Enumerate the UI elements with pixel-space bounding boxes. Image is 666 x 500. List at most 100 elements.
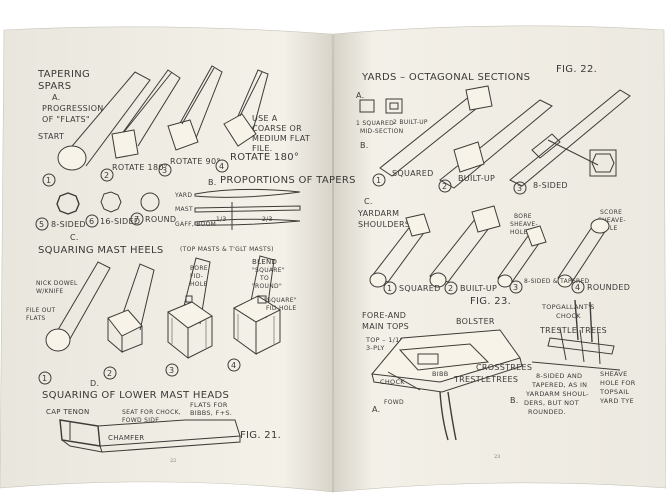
nick-dowel-label: NICK DOWEL	[36, 280, 78, 287]
shoulder-drawings	[369, 205, 610, 288]
fore-and-label: FORE-AND	[362, 311, 406, 320]
shoulder-step-circles: 1 2 3 4	[383, 280, 585, 295]
fraction-two-thirds: 2/3	[262, 216, 273, 223]
shoulder-num-2: 2	[448, 284, 453, 293]
label-round: ROUND	[145, 215, 176, 224]
shoulder-8sided-label: 8-SIDED & TAPERED	[524, 278, 590, 285]
file-note-1: USE A	[252, 114, 278, 123]
step-a-2: 2	[104, 171, 109, 180]
sheave-hole-4: YARD TYE	[599, 397, 634, 405]
section-c-letter: C.	[70, 233, 79, 242]
squared-mid-label-1: 1 SQUARED	[356, 120, 394, 127]
trestle-trees-right-label: TRESTLE TREES	[539, 326, 607, 335]
score-sheave-1: SCORE	[600, 209, 622, 216]
spar-3-drawing	[167, 65, 223, 151]
tops-note-2: TAPERED, AS IN	[531, 381, 587, 389]
shoulder-builtup-label: BUILT-UP	[460, 284, 497, 293]
bore-sheave-2: SHEAVE-	[510, 221, 538, 228]
crosstree-detail-drawing	[531, 299, 621, 371]
step-a-1: 1	[46, 176, 51, 185]
rotate-180-label-2: ROTATE 180°	[230, 152, 299, 163]
step-c-2: 2	[107, 369, 112, 378]
section-num-7: 7	[134, 215, 139, 224]
squared-mid-label-2: MID-SECTION	[360, 128, 403, 135]
blend-to-label: TO	[259, 275, 269, 282]
mast-heel-4-drawing	[232, 255, 282, 355]
taper-mast-label: MAST	[175, 206, 193, 213]
progression-label: PROGRESSION	[42, 104, 104, 113]
fig-21-label: FIG. 21.	[240, 430, 281, 441]
yards-title: YARDS – OCTAGONAL SECTIONS	[361, 72, 530, 83]
w-knife-label: W/KNIFE	[36, 288, 64, 295]
seat-chock-label-1: SEAT FOR CHOCK,	[122, 409, 181, 416]
yard-num-3: 3	[517, 184, 522, 193]
step-c-1: 1	[42, 374, 47, 383]
cross-sections: 5 6 7	[35, 191, 160, 231]
step-c-3: 3	[169, 366, 174, 375]
shoulder-num-4: 4	[575, 283, 580, 292]
sheave-hole-2: HOLE FOR	[600, 379, 636, 387]
spar-2-drawing	[111, 69, 181, 159]
rotate-180-label-1: ROTATE 180°	[112, 163, 168, 172]
section-num-6: 6	[89, 217, 94, 226]
seat-chock-label-2: FOWD SIDE	[122, 417, 159, 424]
built-up-mid-label: 2 BUILT-UP	[393, 119, 428, 126]
step-c-4: 4	[231, 361, 236, 370]
file-note-4: FILE.	[252, 144, 273, 153]
fowd-label: FOWD	[384, 399, 404, 406]
section-b-letter: B.	[208, 178, 217, 187]
rotate-90-label: ROTATE 90°	[170, 157, 221, 166]
crosstrees-label: CROSSTREES	[476, 363, 532, 372]
shoulder-rounded-label: ROUNDED	[587, 283, 630, 292]
square-fid-label-2: FID HOLE	[266, 305, 297, 312]
topgallant-label-2: CHOCK	[556, 312, 581, 320]
blend-label: BLEND	[252, 258, 277, 266]
yards-letter-b: B.	[360, 141, 369, 150]
right-page	[332, 25, 666, 493]
square-fid-label-1: "SQUARE"	[264, 297, 297, 304]
tops-letter-a: A.	[372, 405, 380, 414]
label-8-sided: 8-SIDED	[51, 220, 86, 229]
blend-square-label: "SQUARE"	[252, 267, 285, 274]
left-page	[0, 26, 334, 493]
mast-head-drawing	[59, 419, 241, 453]
yard-builtup-label: BUILT-UP	[458, 174, 495, 183]
cap-tenon-label: CAP TENON	[46, 408, 90, 416]
fig-22-label: FIG. 22.	[556, 64, 597, 75]
shoulder-squared-label: SQUARED	[399, 284, 441, 293]
tops-letter-b: B.	[510, 396, 519, 405]
yard-midsections	[359, 98, 403, 114]
hole-label: HOLE	[190, 281, 208, 288]
score-sheave-2: SHEAVE-	[598, 217, 626, 224]
tops-note-5: ROUNDED.	[528, 408, 566, 416]
section-a-letter: A.	[52, 93, 60, 102]
step-circles-a: 1 2 3 4	[42, 159, 229, 187]
section-d-letter: D.	[90, 379, 99, 388]
bore-label: BORE	[190, 265, 208, 272]
bibb-label: BIBB	[432, 370, 449, 378]
chock-label: CHOCK	[380, 378, 405, 386]
taper-yard-label: YARD	[174, 192, 192, 199]
tops-note-4: DERS, BUT NOT	[524, 399, 579, 407]
sheave-hole-1: SHEAVE	[600, 370, 628, 378]
squaring-subtitle: (TOP MASTS & T'GLT MASTS)	[180, 246, 274, 253]
tops-note-1: 8-SIDED AND	[536, 372, 582, 380]
fig-23-label: FIG. 23.	[470, 296, 511, 307]
step-a-3: 3	[162, 166, 167, 175]
main-tops-label: MAIN TOPS	[362, 322, 409, 331]
shoulders-letter: C.	[364, 197, 373, 206]
file-note-2: COARSE OR	[252, 124, 302, 133]
taper-shapes	[194, 188, 301, 230]
squaring-mast-heels-title: SQUARING MAST HEELS	[38, 245, 164, 256]
section-num-5: 5	[39, 220, 44, 229]
step-circles-c: 1 2 3 4	[38, 358, 241, 385]
shoulder-num-3: 3	[513, 283, 518, 292]
of-flats-label: OF "FLATS"	[42, 115, 90, 124]
yard-num-2: 2	[442, 182, 447, 191]
bibbs-label: BIBBS, F+S.	[190, 409, 232, 417]
spar-4-drawing	[223, 69, 269, 147]
step-a-4: 4	[219, 162, 224, 171]
yard-num-1: 1	[376, 176, 381, 185]
